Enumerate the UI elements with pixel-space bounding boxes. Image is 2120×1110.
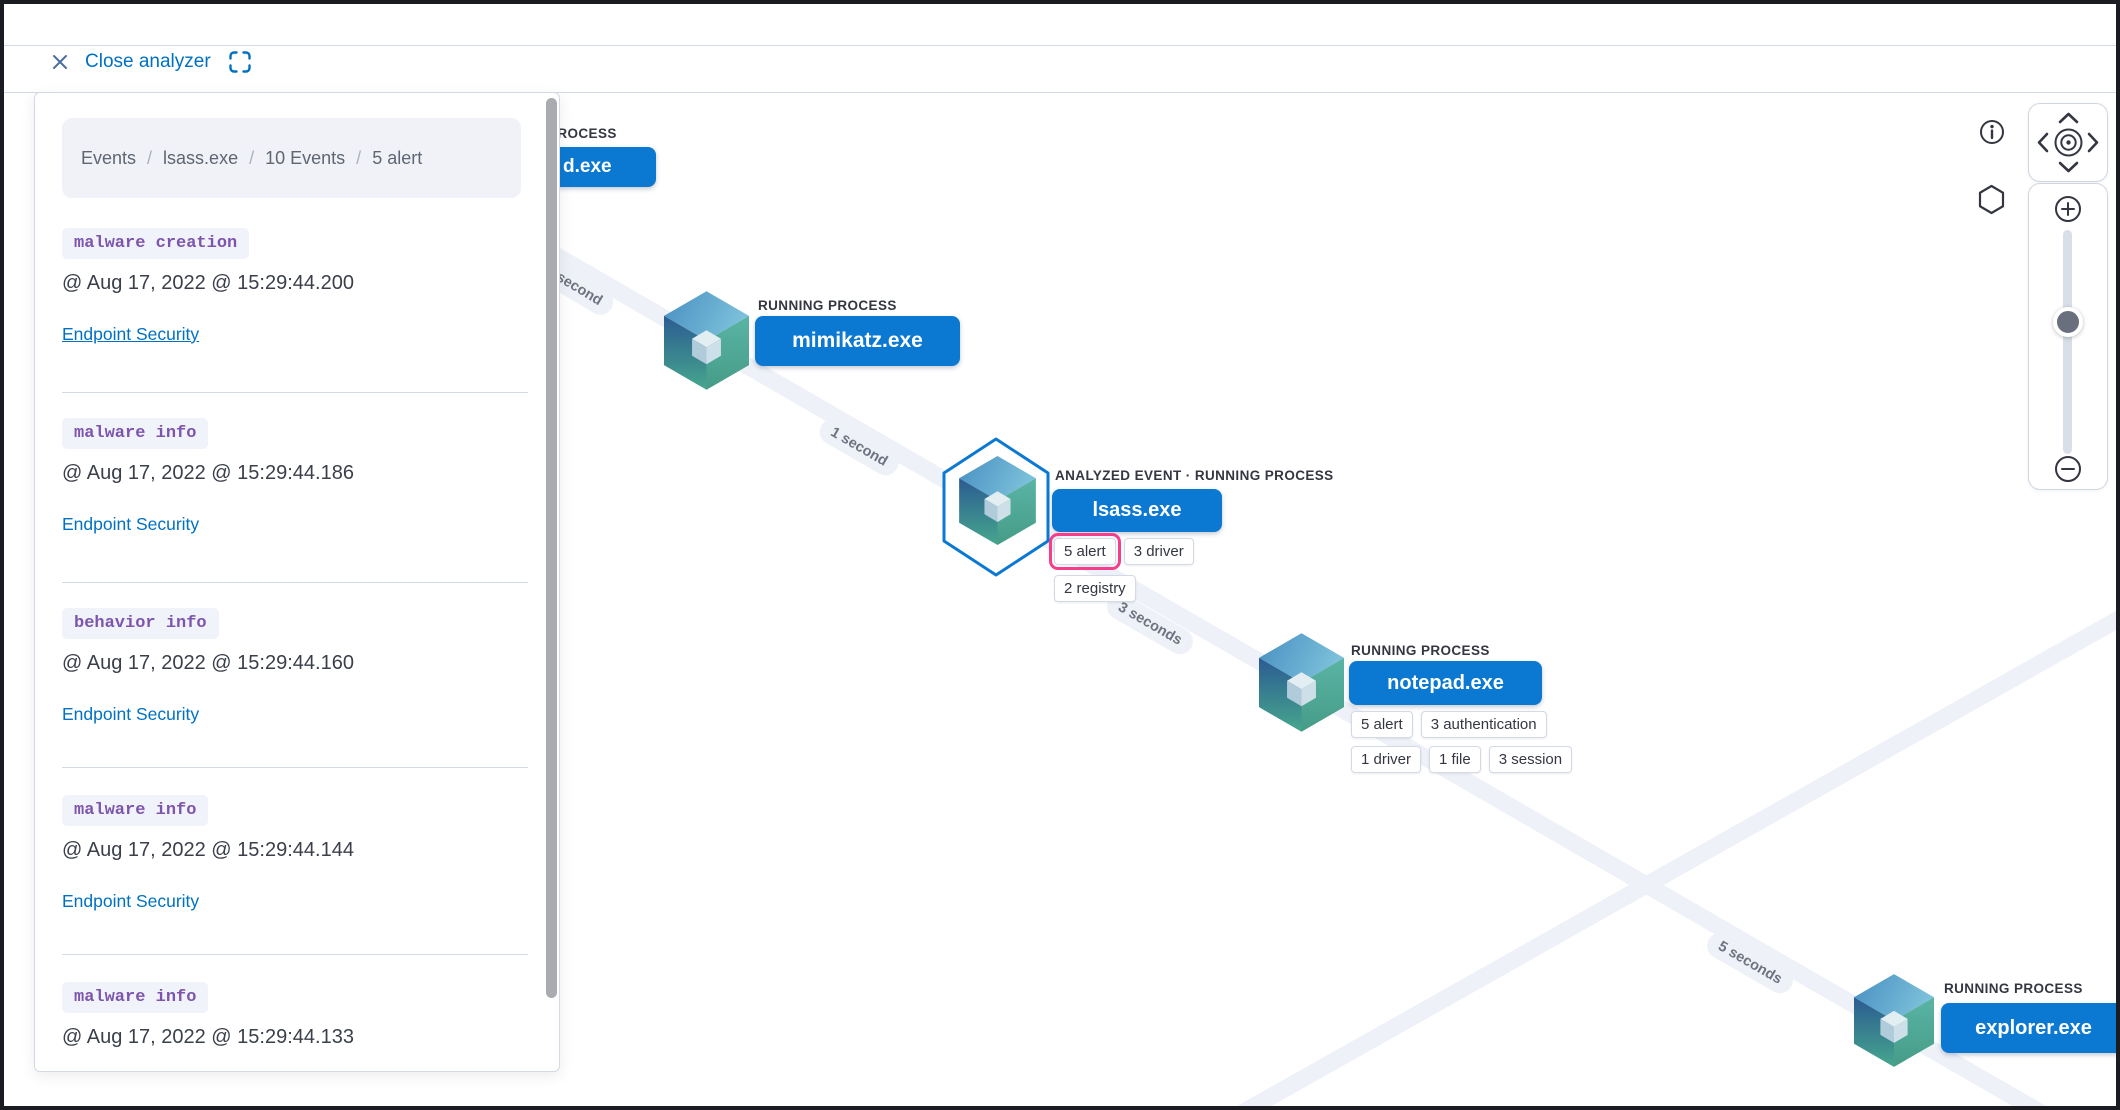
list-divider: [62, 767, 528, 768]
zoom-out-button[interactable]: [2054, 455, 2082, 483]
event-source-link[interactable]: Endpoint Security: [62, 514, 200, 534]
zoom-slider-track[interactable]: [2063, 230, 2072, 454]
event-count-badge[interactable]: 1 file: [1429, 746, 1481, 773]
pan-up-icon: [2058, 112, 2079, 124]
node-badge-row: 5 alert 3 driver: [1049, 533, 1194, 570]
event-timestamp: @ Aug 17, 2022 @ 15:29:44.133: [62, 1026, 354, 1048]
schema-button[interactable]: [1978, 184, 2005, 215]
info-button[interactable]: [1977, 117, 2007, 147]
event-list-item: behavior info @ Aug 17, 2022 @ 15:29:44.…: [62, 608, 528, 725]
node-header: RUNNING PROCESS: [1944, 981, 2083, 996]
event-source-link[interactable]: Endpoint Security: [62, 324, 200, 344]
pan-down-icon: [2058, 161, 2079, 173]
breadcrumb-item-count[interactable]: 10 Events: [265, 147, 346, 168]
camera-pan-pad: [2028, 103, 2108, 182]
breadcrumb-separator: /: [249, 147, 255, 168]
event-title-button[interactable]: malware info: [62, 418, 209, 449]
event-title-button[interactable]: malware info: [62, 982, 209, 1013]
event-list-item: malware info @ Aug 17, 2022 @ 15:29:44.1…: [62, 982, 528, 1049]
event-count-badge[interactable]: 2 registry: [1054, 575, 1136, 602]
event-timestamp: @ Aug 17, 2022 @ 15:29:44.160: [62, 652, 354, 674]
close-icon: [50, 52, 70, 72]
event-count-badge[interactable]: 3 session: [1488, 746, 1573, 773]
event-count-badge-selected[interactable]: 5 alert: [1049, 533, 1121, 570]
process-node-button[interactable]: notepad.exe: [1349, 661, 1542, 705]
breadcrumb-item-category[interactable]: 5 alert: [372, 147, 423, 168]
list-divider: [62, 582, 528, 583]
event-list-item: malware info @ Aug 17, 2022 @ 15:29:44.1…: [62, 795, 528, 912]
close-analyzer-label: Close analyzer: [85, 51, 211, 72]
list-divider: [62, 954, 528, 955]
process-cube-icon[interactable]: [1259, 633, 1344, 732]
process-node-button[interactable]: explorer.exe: [1941, 1003, 2116, 1053]
event-list-item: malware info @ Aug 17, 2022 @ 15:29:44.1…: [62, 418, 528, 535]
zoom-slider-thumb[interactable]: [2053, 307, 2083, 337]
node-badge-row: 2 registry: [1054, 575, 1136, 602]
node-badge-row: 5 alert 3 authentication: [1351, 711, 1547, 738]
event-source-link[interactable]: Endpoint Security: [62, 891, 200, 911]
breadcrumb-item-process[interactable]: lsass.exe: [163, 147, 239, 168]
plus-icon: [2054, 195, 2082, 223]
event-title-button[interactable]: malware creation: [62, 228, 250, 259]
analyzer-toolbar: Close analyzer: [50, 48, 254, 76]
process-cube-icon[interactable]: [1854, 974, 1934, 1067]
top-divider: [4, 45, 2116, 46]
event-count-badge[interactable]: 1 driver: [1351, 746, 1422, 773]
process-node-button[interactable]: lsass.exe: [1052, 489, 1222, 532]
process-graph: 1 second 1 second 3 seconds 5 seconds RU…: [4, 4, 2116, 1106]
center-camera-icon: [2054, 128, 2083, 157]
fullscreen-icon: [226, 48, 254, 76]
panel-scrollbar[interactable]: [546, 98, 557, 998]
zoom-control: [2028, 183, 2108, 490]
process-cube-icon[interactable]: [664, 291, 749, 390]
fullscreen-button[interactable]: [226, 48, 254, 76]
event-title-button[interactable]: malware info: [62, 795, 209, 826]
breadcrumb-item-events[interactable]: Events: [81, 147, 137, 168]
node-events-panel: Events / lsass.exe / 10 Events / 5 alert…: [34, 92, 560, 1072]
process-cube-icon[interactable]: [959, 456, 1036, 545]
pan-right-icon: [2087, 132, 2099, 153]
process-node-button[interactable]: d.exe: [550, 147, 656, 187]
hexagon-icon: [1978, 184, 2005, 215]
list-divider: [62, 392, 528, 393]
close-analyzer-button[interactable]: Close analyzer: [50, 51, 211, 73]
event-title-button[interactable]: behavior info: [62, 608, 219, 639]
breadcrumb-separator: /: [356, 147, 362, 168]
event-count-badge[interactable]: 5 alert: [1351, 711, 1413, 738]
event-count-badge[interactable]: 3 driver: [1123, 538, 1194, 565]
node-header: RUNNING PROCESS: [758, 298, 897, 313]
event-timestamp: @ Aug 17, 2022 @ 15:29:44.186: [62, 462, 354, 484]
event-list-item: malware creation @ Aug 17, 2022 @ 15:29:…: [62, 228, 528, 345]
event-source-link[interactable]: Endpoint Security: [62, 704, 200, 724]
zoom-in-button[interactable]: [2054, 195, 2082, 223]
info-icon: [1977, 117, 2007, 147]
breadcrumb-separator: /: [147, 147, 153, 168]
node-header: ANALYZED EVENT · RUNNING PROCESS: [1055, 468, 1334, 483]
content-divider: [4, 92, 2116, 93]
node-badge-row: 1 driver 1 file 3 session: [1351, 746, 1573, 773]
event-count-badge[interactable]: 3 authentication: [1420, 711, 1547, 738]
breadcrumb: Events / lsass.exe / 10 Events / 5 alert: [62, 118, 521, 198]
process-node-button[interactable]: mimikatz.exe: [755, 316, 960, 366]
pan-left-icon: [2037, 132, 2049, 153]
event-timestamp: @ Aug 17, 2022 @ 15:29:44.200: [62, 272, 354, 294]
event-timestamp: @ Aug 17, 2022 @ 15:29:44.144: [62, 839, 354, 861]
minus-icon: [2054, 455, 2082, 483]
node-header: RUNNING PROCESS: [1351, 643, 1490, 658]
